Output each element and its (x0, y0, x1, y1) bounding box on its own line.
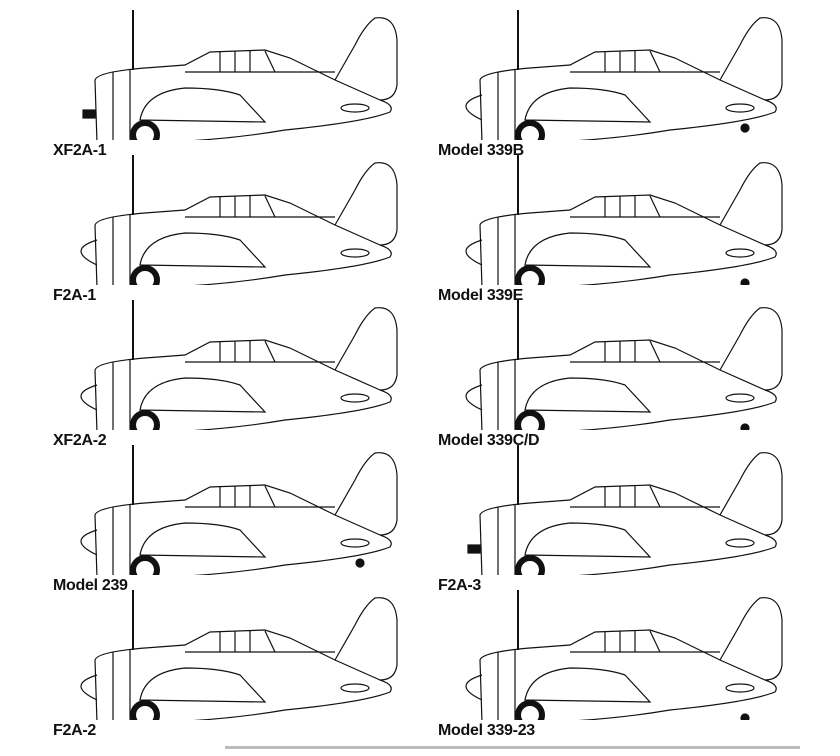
aircraft-label: Model 239 (53, 577, 128, 594)
aircraft-profile: F2A-2 (35, 590, 435, 740)
aircraft-label: Model 339-23 (438, 722, 535, 739)
aircraft-profile: Model 339B (420, 10, 820, 160)
aircraft-label: XF2A-2 (53, 432, 107, 449)
aircraft-profile: XF2A-2 (35, 300, 435, 450)
aircraft-label: Model 339B (438, 142, 524, 159)
aircraft-profile: Model 339E (420, 155, 820, 305)
aircraft-label: F2A-1 (53, 287, 96, 304)
aircraft-profile: F2A-1 (35, 155, 435, 305)
aircraft-profile: Model 339-23 (420, 590, 820, 740)
aircraft-label: F2A-3 (438, 577, 481, 594)
aircraft-label: Model 339E (438, 287, 524, 304)
aircraft-profile: XF2A-1 (35, 10, 435, 160)
aircraft-profile: F2A-3 (420, 445, 820, 595)
aircraft-label: XF2A-1 (53, 142, 107, 159)
bottom-rule (225, 746, 800, 749)
aircraft-label: Model 339C/D (438, 432, 540, 449)
aircraft-profile: Model 339C/D (420, 300, 820, 450)
aircraft-label: F2A-2 (53, 722, 96, 739)
aircraft-profile: Model 239 (35, 445, 435, 595)
